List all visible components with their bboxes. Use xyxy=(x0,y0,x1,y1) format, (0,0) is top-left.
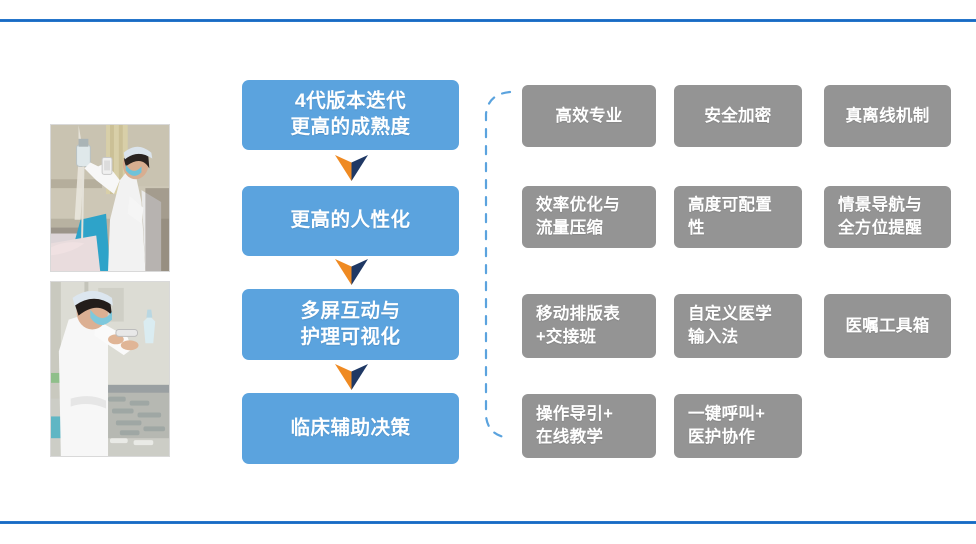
feature-label: 医嘱工具箱 xyxy=(845,316,930,335)
feature-box-r4c1[interactable]: 操作导引+ 在线教学 xyxy=(522,394,656,458)
process-step-3-label: 多屏互动与 护理可视化 xyxy=(300,299,401,348)
photo-nurse-preparing-medication xyxy=(50,281,170,457)
feature-box-r2c2[interactable]: 高度可配置 性 xyxy=(674,186,802,248)
chevron-down-icon-1 xyxy=(335,155,368,181)
dashed-bracket-path xyxy=(484,90,512,440)
top-divider-rule xyxy=(0,19,976,22)
feature-box-r3c2[interactable]: 自定义医学 输入法 xyxy=(674,294,802,358)
process-step-1-label: 4代版本迭代 更高的成熟度 xyxy=(290,90,411,138)
chevron-down-glyph xyxy=(335,259,368,285)
feature-label: 一键呼叫+ 医护协作 xyxy=(688,405,766,446)
chevron-down-icon-2 xyxy=(335,259,368,285)
feature-box-r3c1[interactable]: 移动排版表 +交接班 xyxy=(522,294,656,358)
nurse-scanning-iv-drip-illustration xyxy=(51,125,169,271)
feature-label: 自定义医学 输入法 xyxy=(688,305,772,346)
feature-box-r4c2[interactable]: 一键呼叫+ 医护协作 xyxy=(674,394,802,458)
process-step-4[interactable]: 临床辅助决策 xyxy=(242,393,459,464)
feature-box-r3c3[interactable]: 医嘱工具箱 xyxy=(824,294,951,358)
process-step-1[interactable]: 4代版本迭代 更高的成熟度 xyxy=(242,80,459,150)
feature-box-r2c1[interactable]: 效率优化与 流量压缩 xyxy=(522,186,656,248)
feature-label: 情景导航与 全方位提醒 xyxy=(838,196,922,237)
feature-label: 真离线机制 xyxy=(845,106,930,125)
feature-box-r1c2[interactable]: 安全加密 xyxy=(674,85,802,147)
feature-label: 高效专业 xyxy=(555,106,623,125)
feature-label: 效率优化与 流量压缩 xyxy=(536,196,620,237)
feature-box-r1c1[interactable]: 高效专业 xyxy=(522,85,656,147)
feature-label: 操作导引+ 在线教学 xyxy=(536,405,614,446)
feature-box-r2c3[interactable]: 情景导航与 全方位提醒 xyxy=(824,186,951,248)
chevron-down-glyph xyxy=(335,364,368,390)
bottom-divider-rule xyxy=(0,521,976,524)
chevron-down-glyph xyxy=(335,155,368,181)
feature-label: 安全加密 xyxy=(704,106,772,125)
process-step-3[interactable]: 多屏互动与 护理可视化 xyxy=(242,289,459,360)
dashed-bracket-connector xyxy=(478,88,512,442)
photo-nurse-scanning-iv-drip xyxy=(50,124,170,272)
nurse-preparing-medication-illustration xyxy=(51,282,169,456)
process-step-2[interactable]: 更高的人性化 xyxy=(242,186,459,256)
feature-label: 移动排版表 +交接班 xyxy=(536,305,620,346)
feature-label: 高度可配置 性 xyxy=(688,196,772,237)
process-step-2-label: 更高的人性化 xyxy=(290,209,411,232)
chevron-down-icon-3 xyxy=(335,364,368,390)
feature-box-r1c3[interactable]: 真离线机制 xyxy=(824,85,951,147)
process-step-4-label: 临床辅助决策 xyxy=(290,416,411,439)
